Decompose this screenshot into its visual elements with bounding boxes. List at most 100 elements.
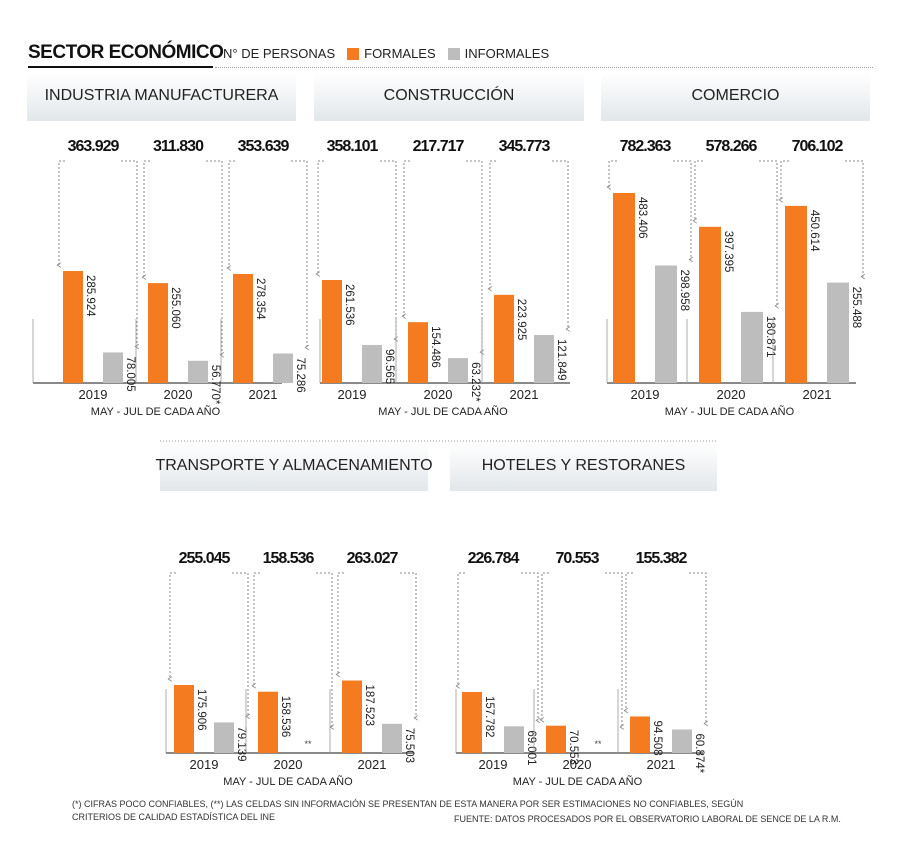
data-label-informales-2020: **	[304, 739, 312, 749]
bar-formales-2020	[408, 322, 428, 383]
data-label-formales-2021: 94.508	[651, 720, 663, 755]
category-label-2021: 2021	[249, 387, 278, 402]
total-label-2019: 255.045	[179, 550, 231, 567]
bar-informales-2019	[655, 265, 677, 383]
connector-formales-2020	[539, 572, 549, 723]
chart-title: TRANSPORTE Y ALMACENAMIENTO	[155, 457, 432, 474]
data-label-informales-2019: 69.001	[525, 730, 537, 765]
chart-title-band	[314, 73, 584, 121]
bar-formales-2021	[630, 716, 650, 753]
category-label-2020: 2020	[424, 387, 453, 402]
chart-title-band	[601, 73, 870, 121]
data-label-informales-2021: 60.874*	[693, 733, 705, 773]
legend: N° DE PERSONAS FORMALES INFORMALES	[223, 46, 549, 61]
bar-formales-2019	[322, 280, 342, 383]
bar-informales-2021	[672, 729, 692, 753]
legend-item-formales: FORMALES	[347, 46, 436, 61]
data-label-formales-2020: 154.486	[429, 326, 441, 368]
data-label-informales-2021: 75.286	[294, 358, 306, 393]
connector-informales-2019	[673, 160, 694, 263]
bar-formales-2021	[233, 273, 253, 383]
connector-informales-2020	[466, 160, 485, 355]
category-label-2020: 2020	[717, 387, 746, 402]
source-note: FUENTE: DATOS PROCESADOS POR EL OBSERVAT…	[454, 814, 841, 824]
bar-informales-2020	[741, 311, 763, 383]
bar-formales-2020	[258, 691, 278, 753]
bar-informales-2019	[214, 722, 234, 753]
total-label-2020: 311.830	[153, 138, 204, 155]
bar-formales-2021	[342, 680, 362, 753]
connector-formales-2019	[315, 160, 324, 277]
chart-panel-1: INDUSTRIA MANUFACTURERA285.92478.0052019…	[27, 73, 310, 418]
connector-formales-2019	[167, 572, 176, 682]
chart-panel-4: TRANSPORTE Y ALMACENAMIENTO175.90679.139…	[155, 443, 433, 788]
connector-informales-2020	[759, 160, 780, 309]
connector-formales-2020	[141, 160, 150, 280]
connector-formales-2021	[335, 572, 344, 678]
connector-informales-2021	[400, 572, 419, 721]
bar-informales-2019	[362, 344, 382, 383]
data-label-formales-2019: 261.536	[343, 284, 355, 326]
bar-formales-2019	[174, 685, 194, 753]
legend-label-informales: INFORMALES	[464, 46, 550, 61]
connector-formales-2019	[455, 572, 465, 689]
measure-label: N° DE PERSONAS	[223, 46, 336, 61]
data-label-informales-2020: 63.232*	[469, 362, 481, 402]
bar-formales-2019	[462, 692, 482, 753]
connector-formales-2019	[606, 160, 617, 190]
x-axis-caption: MAY - JUL DE CADA AÑO	[513, 775, 643, 788]
bar-formales-2020	[546, 725, 566, 753]
bar-formales-2019	[613, 193, 635, 383]
connector-formales-2020	[251, 572, 260, 689]
bar-formales-2021	[785, 205, 807, 383]
connector-informales-2020	[316, 572, 335, 730]
connector-informales-2019	[121, 160, 140, 350]
chart-title: COMERCIO	[692, 87, 780, 104]
total-label-2020: 70.553	[556, 550, 600, 567]
data-label-informales-2020: 56.770*	[209, 365, 221, 405]
bar-informales-2021	[273, 353, 293, 383]
data-label-informales-2019: 96.565	[383, 349, 395, 384]
category-label-2021: 2021	[803, 387, 832, 402]
total-label-2019: 358.101	[327, 138, 379, 155]
bar-informales-2019	[504, 726, 524, 753]
bar-formales-2019	[63, 271, 83, 383]
data-label-formales-2020: 397.395	[722, 231, 734, 273]
connector-informales-2020	[605, 572, 625, 730]
connector-formales-2021	[487, 160, 496, 292]
total-label-2019: 782.363	[620, 138, 672, 155]
data-label-informales-2019: 78.005	[124, 356, 136, 391]
total-label-2020: 217.717	[413, 138, 465, 155]
category-label-2019: 2019	[631, 387, 660, 402]
data-label-formales-2019: 157.782	[483, 696, 495, 738]
data-label-informales-2021: 75.503	[403, 728, 415, 763]
chart-panel-5: HOTELES Y RESTORANES157.78269.0012019226…	[450, 443, 717, 788]
data-label-formales-2021: 450.614	[808, 210, 820, 252]
category-label-2019: 2019	[190, 757, 219, 772]
bar-informales-2019	[103, 352, 123, 383]
data-label-informales-2020: 180.871	[764, 316, 776, 358]
bar-informales-2021	[827, 282, 849, 383]
title-underline	[28, 66, 213, 68]
total-label-2021: 353.639	[238, 138, 290, 155]
data-label-formales-2021: 223.925	[515, 299, 527, 341]
data-label-informales-2019: 79.139	[235, 726, 247, 761]
legend-swatch-formales	[347, 47, 360, 60]
category-label-2020: 2020	[164, 387, 193, 402]
category-label-2019: 2019	[479, 757, 508, 772]
bar-formales-2020	[148, 283, 168, 383]
bar-informales-2020	[188, 360, 208, 383]
data-label-informales-2021: 255.488	[850, 287, 862, 329]
x-axis-caption: MAY - JUL DE CADA AÑO	[378, 405, 508, 418]
connector-informales-2019	[380, 160, 399, 342]
category-label-2019: 2019	[338, 387, 367, 402]
connector-informales-2020	[206, 160, 225, 358]
chart-title-band	[160, 443, 428, 491]
legend-swatch-informales	[447, 47, 460, 60]
data-label-formales-2021: 187.523	[363, 685, 375, 727]
chart-title-band	[450, 443, 717, 491]
data-label-formales-2019: 285.924	[84, 275, 96, 317]
x-axis-caption: MAY - JUL DE CADA AÑO	[91, 405, 221, 418]
connector-informales-2021	[845, 160, 866, 280]
